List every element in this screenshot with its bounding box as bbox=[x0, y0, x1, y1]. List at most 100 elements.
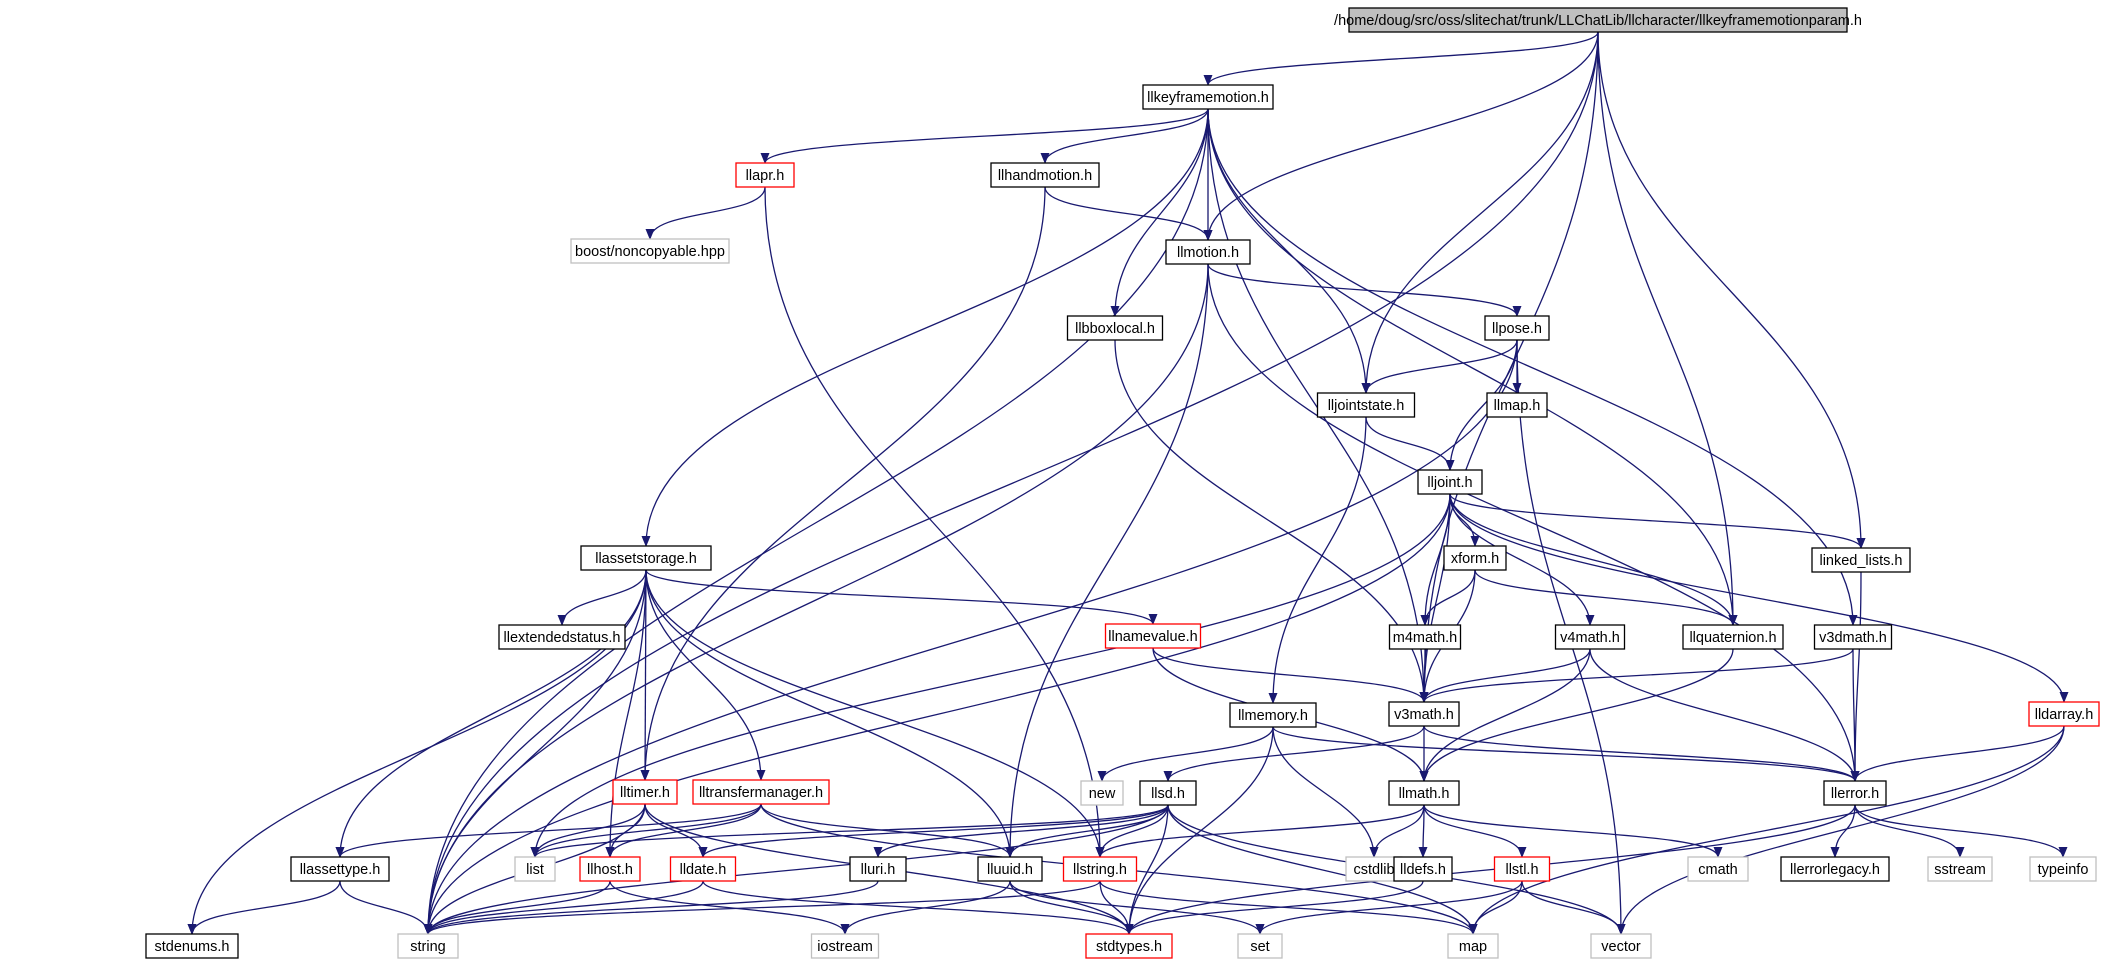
node-llerrorlegacy[interactable]: llerrorlegacy.h bbox=[1780, 856, 1890, 882]
node-vector: vector bbox=[1590, 933, 1652, 959]
node-llapr[interactable]: llapr.h bbox=[735, 162, 795, 188]
nodes-layer: /home/doug/src/oss/slitechat/trunk/LLCha… bbox=[145, 7, 2100, 959]
node-box-llhost bbox=[579, 856, 641, 882]
node-llhandmotion[interactable]: llhandmotion.h bbox=[990, 162, 1100, 188]
node-label-llassettype: llassettype.h bbox=[300, 862, 381, 878]
node-root[interactable]: /home/doug/src/oss/slitechat/trunk/LLCha… bbox=[1334, 7, 1862, 33]
node-lltimer[interactable]: lltimer.h bbox=[612, 779, 678, 805]
node-label-llmemory: llmemory.h bbox=[1238, 708, 1308, 724]
node-box-llextendedstatus bbox=[498, 624, 626, 650]
node-llnamevalue[interactable]: llnamevalue.h bbox=[1104, 623, 1202, 649]
node-stdenums[interactable]: stdenums.h bbox=[145, 933, 239, 959]
node-box-lltimer bbox=[612, 779, 678, 805]
node-v3math[interactable]: v3math.h bbox=[1388, 701, 1460, 727]
node-m4math[interactable]: m4math.h bbox=[1388, 624, 1462, 650]
node-box-new bbox=[1080, 780, 1124, 806]
node-lldarray[interactable]: lldarray.h bbox=[2028, 701, 2100, 727]
node-label-m4math: m4math.h bbox=[1393, 630, 1457, 646]
edge-lltimer-to-list bbox=[530, 803, 646, 858]
node-linked_lists[interactable]: linked_lists.h bbox=[1811, 547, 1911, 573]
node-label-llerrorlegacy: llerrorlegacy.h bbox=[1790, 862, 1880, 878]
node-box-llkeyframemotion bbox=[1142, 84, 1274, 110]
node-label-llmath: llmath.h bbox=[1399, 786, 1450, 802]
node-label-stdenums: stdenums.h bbox=[155, 939, 230, 955]
edge-llassetstorage-to-lltimer bbox=[640, 569, 650, 781]
node-llkeyframemotion[interactable]: llkeyframemotion.h bbox=[1142, 84, 1274, 110]
node-xform[interactable]: xform.h bbox=[1443, 545, 1507, 571]
node-box-lljointstate bbox=[1316, 392, 1416, 418]
node-label-llassetstorage: llassetstorage.h bbox=[595, 551, 697, 567]
node-llassettype[interactable]: llassettype.h bbox=[290, 856, 390, 882]
node-label-lldefs: lldefs.h bbox=[1400, 862, 1446, 878]
node-box-lluuid bbox=[977, 856, 1043, 882]
node-lluuid[interactable]: lluuid.h bbox=[977, 856, 1043, 882]
node-label-v3dmath: v3dmath.h bbox=[1819, 630, 1887, 646]
node-llpose[interactable]: llpose.h bbox=[1484, 315, 1550, 341]
node-box-llerrorlegacy bbox=[1780, 856, 1890, 882]
node-llstring[interactable]: llstring.h bbox=[1062, 856, 1138, 882]
node-llquaternion[interactable]: llquaternion.h bbox=[1682, 624, 1784, 650]
edge-lluri-to-string bbox=[423, 880, 879, 935]
node-lljoint[interactable]: lljoint.h bbox=[1417, 469, 1483, 495]
node-llmemory[interactable]: llmemory.h bbox=[1229, 702, 1317, 728]
node-box-typeinfo bbox=[2029, 856, 2097, 882]
node-box-llquaternion bbox=[1682, 624, 1784, 650]
node-box-v3dmath bbox=[1813, 624, 1893, 650]
node-box-xform bbox=[1443, 545, 1507, 571]
edge-llassetstorage-to-string bbox=[423, 569, 647, 935]
node-llmotion[interactable]: llmotion.h bbox=[1165, 239, 1251, 265]
node-lltransfermanager[interactable]: lltransfermanager.h bbox=[692, 779, 830, 805]
edge-lldarray-to-map bbox=[1468, 725, 2065, 935]
node-v3dmath[interactable]: v3dmath.h bbox=[1813, 624, 1893, 650]
node-stdtypes[interactable]: stdtypes.h bbox=[1085, 933, 1173, 959]
edge-lljointstate-to-llmemory bbox=[1268, 416, 1367, 704]
edge-llstl-to-map bbox=[1468, 880, 1523, 935]
node-box-llnamevalue bbox=[1104, 623, 1202, 649]
node-label-new: new bbox=[1089, 786, 1116, 802]
node-box-v4math bbox=[1554, 624, 1626, 650]
edge-llkeyframemotion-to-llbboxlocal bbox=[1110, 108, 1209, 317]
edge-lljoint-to-lldarray bbox=[1449, 493, 2069, 703]
node-llmath[interactable]: llmath.h bbox=[1388, 780, 1460, 806]
edge-llmotion-to-llpose bbox=[1207, 263, 1522, 317]
edge-llmemory-to-new bbox=[1097, 726, 1274, 782]
node-box-lluri bbox=[849, 856, 907, 882]
node-lljointstate[interactable]: lljointstate.h bbox=[1316, 392, 1416, 418]
edge-llmath-to-llstl bbox=[1423, 804, 1527, 858]
node-llstl[interactable]: llstl.h bbox=[1493, 856, 1551, 882]
edge-llmath-to-llstring bbox=[1095, 804, 1425, 858]
node-llsd[interactable]: llsd.h bbox=[1139, 780, 1197, 806]
node-box-stdenums bbox=[145, 933, 239, 959]
edge-llassetstorage-to-lltransfermanager bbox=[645, 569, 766, 781]
node-label-llmotion: llmotion.h bbox=[1177, 245, 1239, 261]
node-label-llhost: llhost.h bbox=[587, 862, 633, 878]
edge-llassetstorage-to-llhost bbox=[605, 569, 647, 858]
node-llhost[interactable]: llhost.h bbox=[579, 856, 641, 882]
edge-llsd-to-lldate bbox=[698, 804, 1169, 858]
node-lluri[interactable]: lluri.h bbox=[849, 856, 907, 882]
node-llmap[interactable]: llmap.h bbox=[1486, 392, 1548, 418]
edge-lluuid-to-stdtypes bbox=[1009, 880, 1134, 935]
node-box-string bbox=[397, 933, 459, 959]
node-label-llmap: llmap.h bbox=[1494, 398, 1541, 414]
edge-lljoint-to-llquaternion bbox=[1449, 493, 1738, 626]
node-llbboxlocal[interactable]: llbboxlocal.h bbox=[1066, 315, 1164, 341]
node-label-cstdlib: cstdlib bbox=[1353, 862, 1394, 878]
edge-llassetstorage-to-llstring bbox=[645, 569, 1105, 858]
node-llerror[interactable]: llerror.h bbox=[1823, 780, 1887, 806]
node-box-lldefs bbox=[1393, 856, 1453, 882]
node-lldefs[interactable]: lldefs.h bbox=[1393, 856, 1453, 882]
node-box-llsd bbox=[1139, 780, 1197, 806]
edge-llsd-to-lluuid bbox=[1005, 804, 1169, 858]
edge-llhost-to-string bbox=[423, 880, 611, 935]
node-label-stdtypes: stdtypes.h bbox=[1096, 939, 1162, 955]
edge-root-to-lljointstate bbox=[1361, 31, 1599, 394]
edge-linked_lists-to-llerror bbox=[1850, 571, 1862, 782]
edge-llkeyframemotion-to-v3math bbox=[1207, 108, 1429, 703]
node-box-iostream bbox=[810, 933, 880, 959]
node-box-llmotion bbox=[1165, 239, 1251, 265]
node-lldate[interactable]: lldate.h bbox=[669, 856, 737, 882]
node-v4math[interactable]: v4math.h bbox=[1554, 624, 1626, 650]
node-llextendedstatus[interactable]: llextendedstatus.h bbox=[498, 624, 626, 650]
node-llassetstorage[interactable]: llassetstorage.h bbox=[580, 545, 712, 571]
